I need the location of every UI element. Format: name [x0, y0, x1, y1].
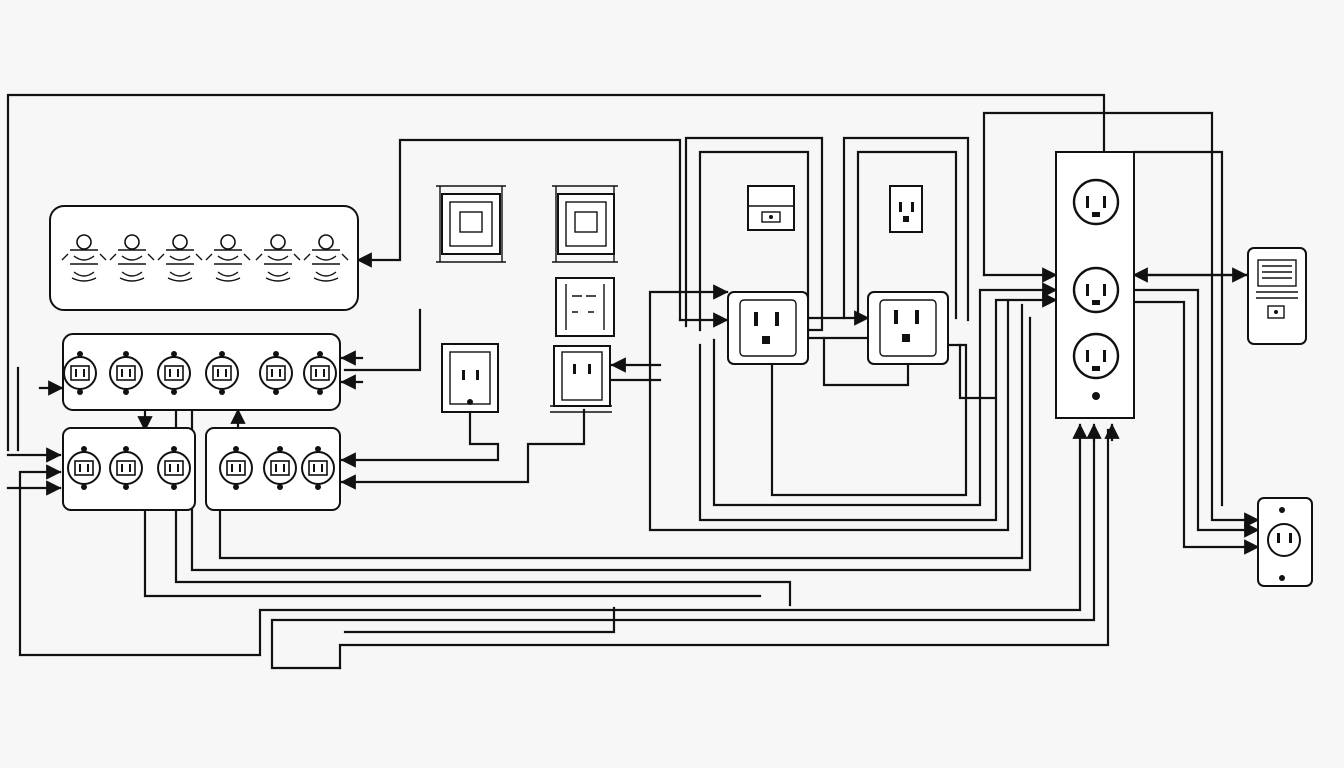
strip-receptacle-icon-3: [1072, 332, 1120, 380]
wall-plate-5: [550, 345, 612, 413]
switch-box-top-1: [747, 185, 795, 231]
wire-strip-top-right: [1132, 150, 1224, 507]
outlet-row-top: [62, 333, 341, 411]
wall-plate-1: [436, 185, 506, 263]
wire-to-outlet-row: [343, 308, 422, 372]
outlet-row-bottom-left: [62, 427, 196, 511]
wire-to-row-bottom-right: [212, 303, 1024, 560]
single-outlet-device: [1257, 497, 1313, 587]
wire-to-single-outlet-c: [1132, 300, 1260, 555]
wire-top-loop: [6, 93, 1112, 452]
wall-plate-4: [441, 343, 499, 413]
wire-plate-to-row-1: [340, 406, 500, 468]
wire-plate-to-row-2: [340, 408, 586, 490]
wire-strip-to-outlet-a: [982, 111, 1260, 528]
power-strip: [1055, 151, 1135, 419]
wire-box2-loop-b: [856, 150, 958, 320]
wire-return-5: [958, 343, 997, 400]
wire-bottom-left-1: [143, 503, 762, 598]
wire-network: [6, 93, 1260, 670]
wire-to-single-outlet-b: [1132, 288, 1260, 538]
wire-loop-bottom-3: [338, 428, 1110, 670]
wire-return-1: [712, 282, 1058, 507]
wire-box1-loop-a: [684, 136, 824, 332]
strip-receptacle-icon-1: [1072, 178, 1120, 226]
strip-receptacle-icon-2: [1072, 266, 1120, 314]
receptacle-box-1: [727, 291, 809, 365]
receptacle-box-2: [867, 291, 949, 365]
wire-box2-loop-a: [842, 136, 970, 322]
panel-device: [1247, 247, 1307, 345]
wire-loop-bottom-4: [343, 606, 616, 634]
receptacle-top-2: [889, 185, 923, 233]
wire-box1-in-2: [648, 284, 729, 382]
wire-return-2: [698, 292, 1058, 522]
wire-loop-bottom-1: [18, 428, 1082, 657]
outlet-row-bottom-right: [205, 427, 341, 511]
wall-plate-3: [555, 277, 615, 337]
cartoon-panel: [49, 205, 359, 311]
wire-to-cartoon-panel: [356, 138, 682, 322]
wire-box1-loop-b: [698, 150, 810, 340]
wire-loop-bottom-2: [270, 428, 1096, 670]
wire-return-3: [648, 298, 1010, 532]
wall-plate-2: [552, 185, 618, 263]
